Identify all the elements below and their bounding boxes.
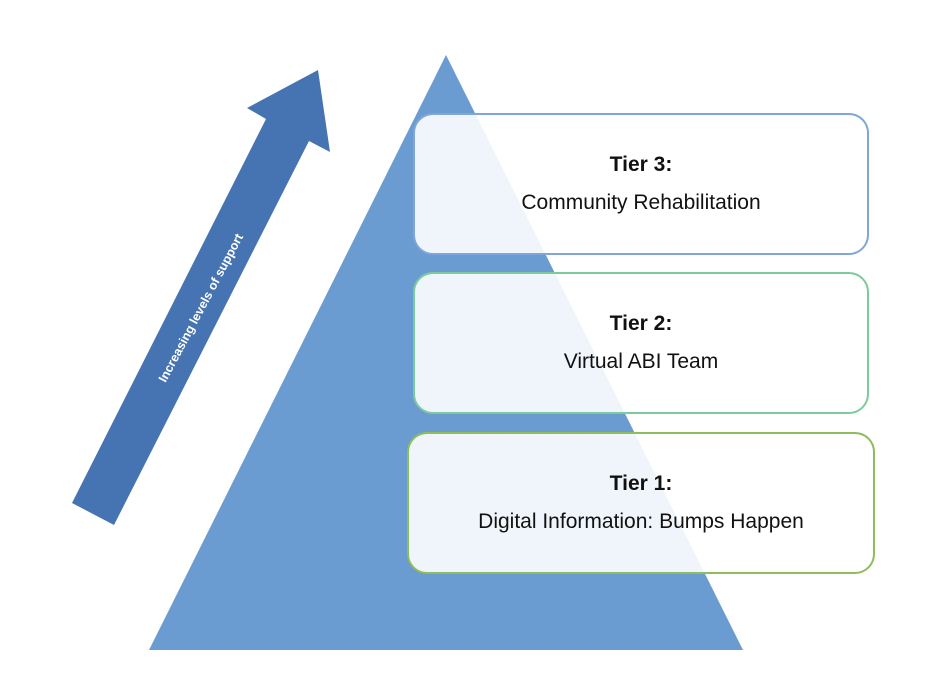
increasing-support-arrow-icon bbox=[72, 70, 330, 525]
tier-3-box: Tier 3: Community Rehabilitation bbox=[413, 113, 869, 255]
tier-1-title: Tier 1: bbox=[609, 472, 673, 495]
tier-2-title: Tier 2: bbox=[609, 312, 673, 335]
tier-1-description: Digital Information: Bumps Happen bbox=[478, 510, 804, 533]
tier-2-box: Tier 2: Virtual ABI Team bbox=[413, 272, 869, 414]
tier-2-description: Virtual ABI Team bbox=[563, 350, 719, 373]
tier-3-title: Tier 3: bbox=[609, 153, 673, 176]
tier-1-box: Tier 1: Digital Information: Bumps Happe… bbox=[407, 432, 875, 574]
tier-3-description: Community Rehabilitation bbox=[521, 191, 761, 214]
